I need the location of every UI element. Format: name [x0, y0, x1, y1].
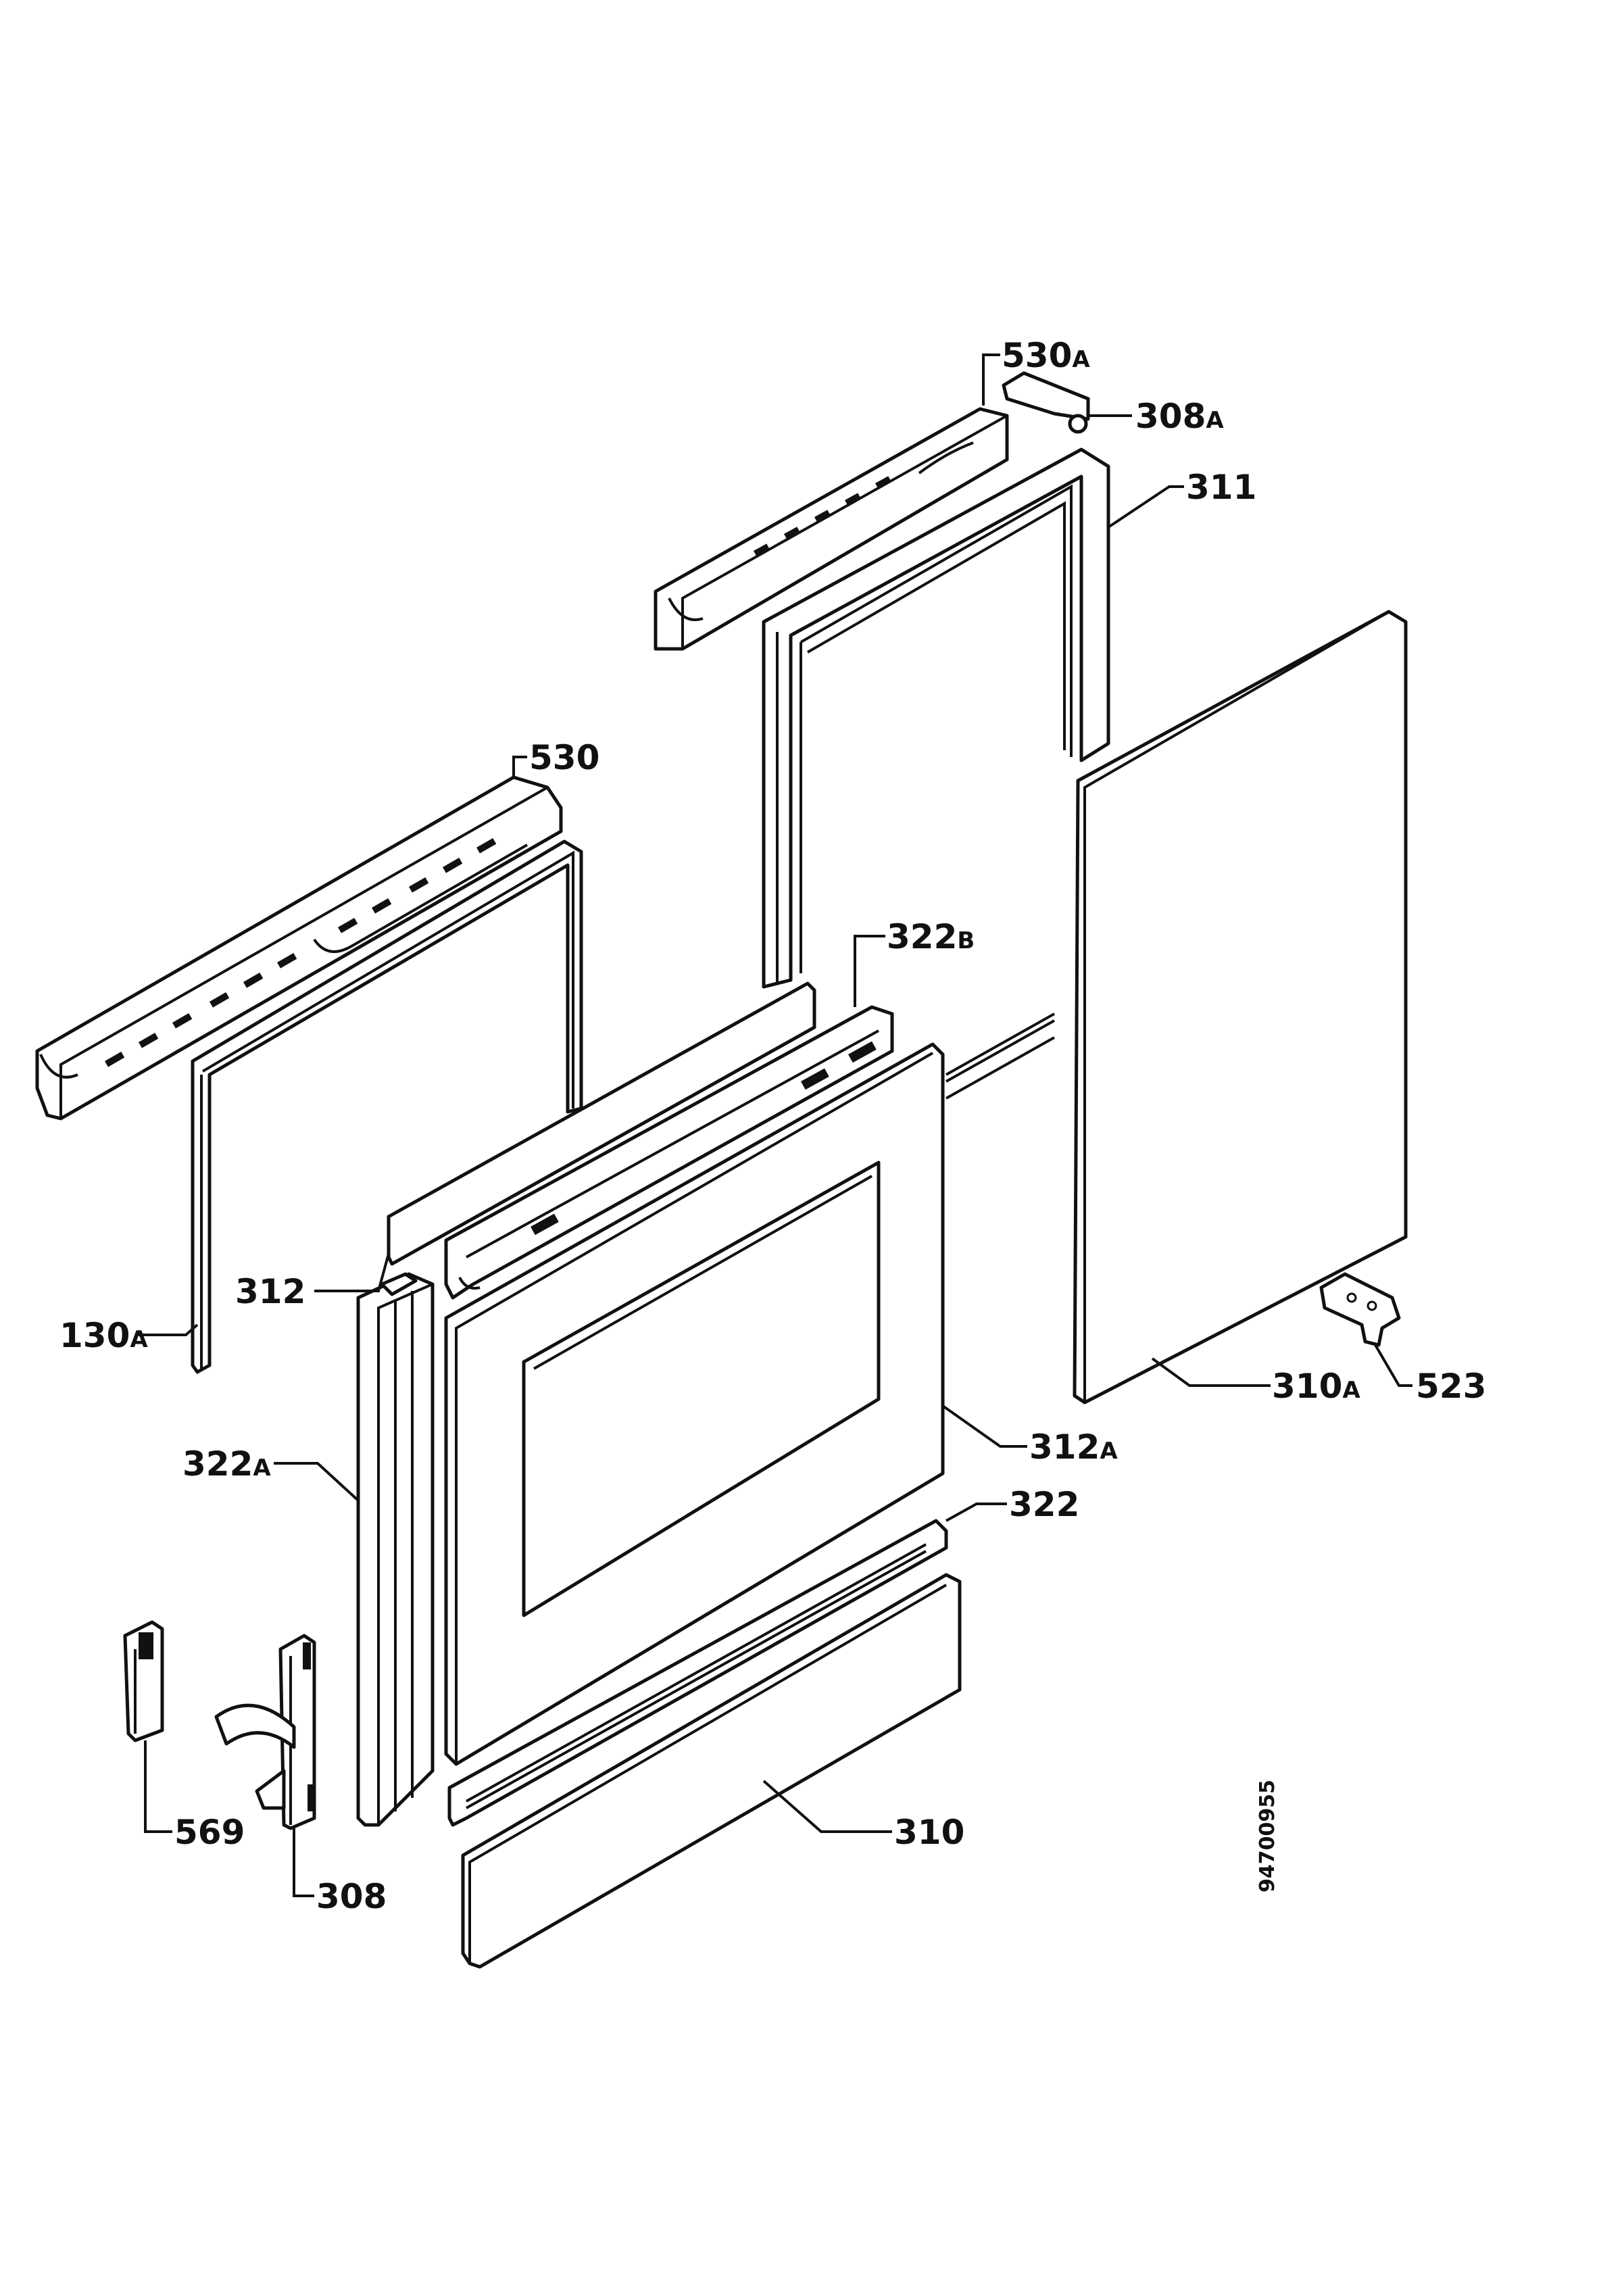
callout-322b: 322B: [887, 917, 975, 956]
callout-308a: 308A: [1135, 397, 1224, 436]
leader-322a: [274, 1462, 360, 1502]
callout-310: 310: [894, 1813, 964, 1852]
callout-530: 530: [529, 738, 599, 777]
part-523-bracket: [1319, 1272, 1401, 1347]
callout-322: 322: [1009, 1485, 1079, 1524]
part-322a-side-profile: [356, 1272, 435, 1827]
leader-523: [1374, 1344, 1412, 1387]
part-308a-hinge-bracket: [1002, 371, 1090, 434]
drawing-number: 94700955: [1256, 1780, 1279, 1892]
callout-labels: 530A 308A 311 530 322B 312 130A 523 310A…: [59, 336, 1486, 1916]
leader-322b: [854, 935, 885, 1007]
part-130a-seal: [191, 839, 583, 1374]
callout-530a: 530A: [1002, 336, 1090, 375]
leader-130a: [139, 1323, 199, 1336]
callout-569: 569: [174, 1813, 245, 1852]
part-311-rear-frame: [762, 447, 1110, 1100]
callout-308: 308: [316, 1877, 387, 1916]
callout-523: 523: [1416, 1367, 1486, 1406]
part-322-bottom-retainer: [447, 1519, 948, 1827]
callout-322a: 322A: [182, 1444, 271, 1484]
part-312a-door-glass: [444, 1042, 945, 1766]
callout-130a: 130A: [59, 1316, 148, 1355]
part-322b-top-retainer: [444, 1005, 894, 1300]
callout-310a: 310A: [1272, 1367, 1360, 1406]
callout-312a: 312A: [1029, 1427, 1118, 1467]
callout-312: 312: [235, 1272, 305, 1311]
leader-310a: [1151, 1357, 1271, 1387]
leader-530: [512, 756, 527, 777]
leader-311: [1107, 485, 1184, 529]
leader-530a: [982, 353, 1000, 406]
leader-308: [293, 1828, 314, 1897]
leader-lines: [139, 353, 1412, 1897]
part-308-lower-hinge: [214, 1634, 316, 1830]
leader-310: [762, 1780, 892, 1833]
part-310-handle-bar: [461, 1573, 962, 1969]
part-530a-top-rail: [654, 407, 1009, 651]
leader-322: [945, 1503, 1007, 1522]
part-530-top-rail: [35, 775, 563, 1121]
part-310a-outer-panel: [1073, 610, 1408, 1405]
callout-311: 311: [1186, 468, 1256, 507]
leader-312a: [941, 1405, 1027, 1448]
part-569-latch: [123, 1620, 164, 1742]
leader-312: [314, 1253, 390, 1292]
leader-569: [144, 1740, 172, 1833]
